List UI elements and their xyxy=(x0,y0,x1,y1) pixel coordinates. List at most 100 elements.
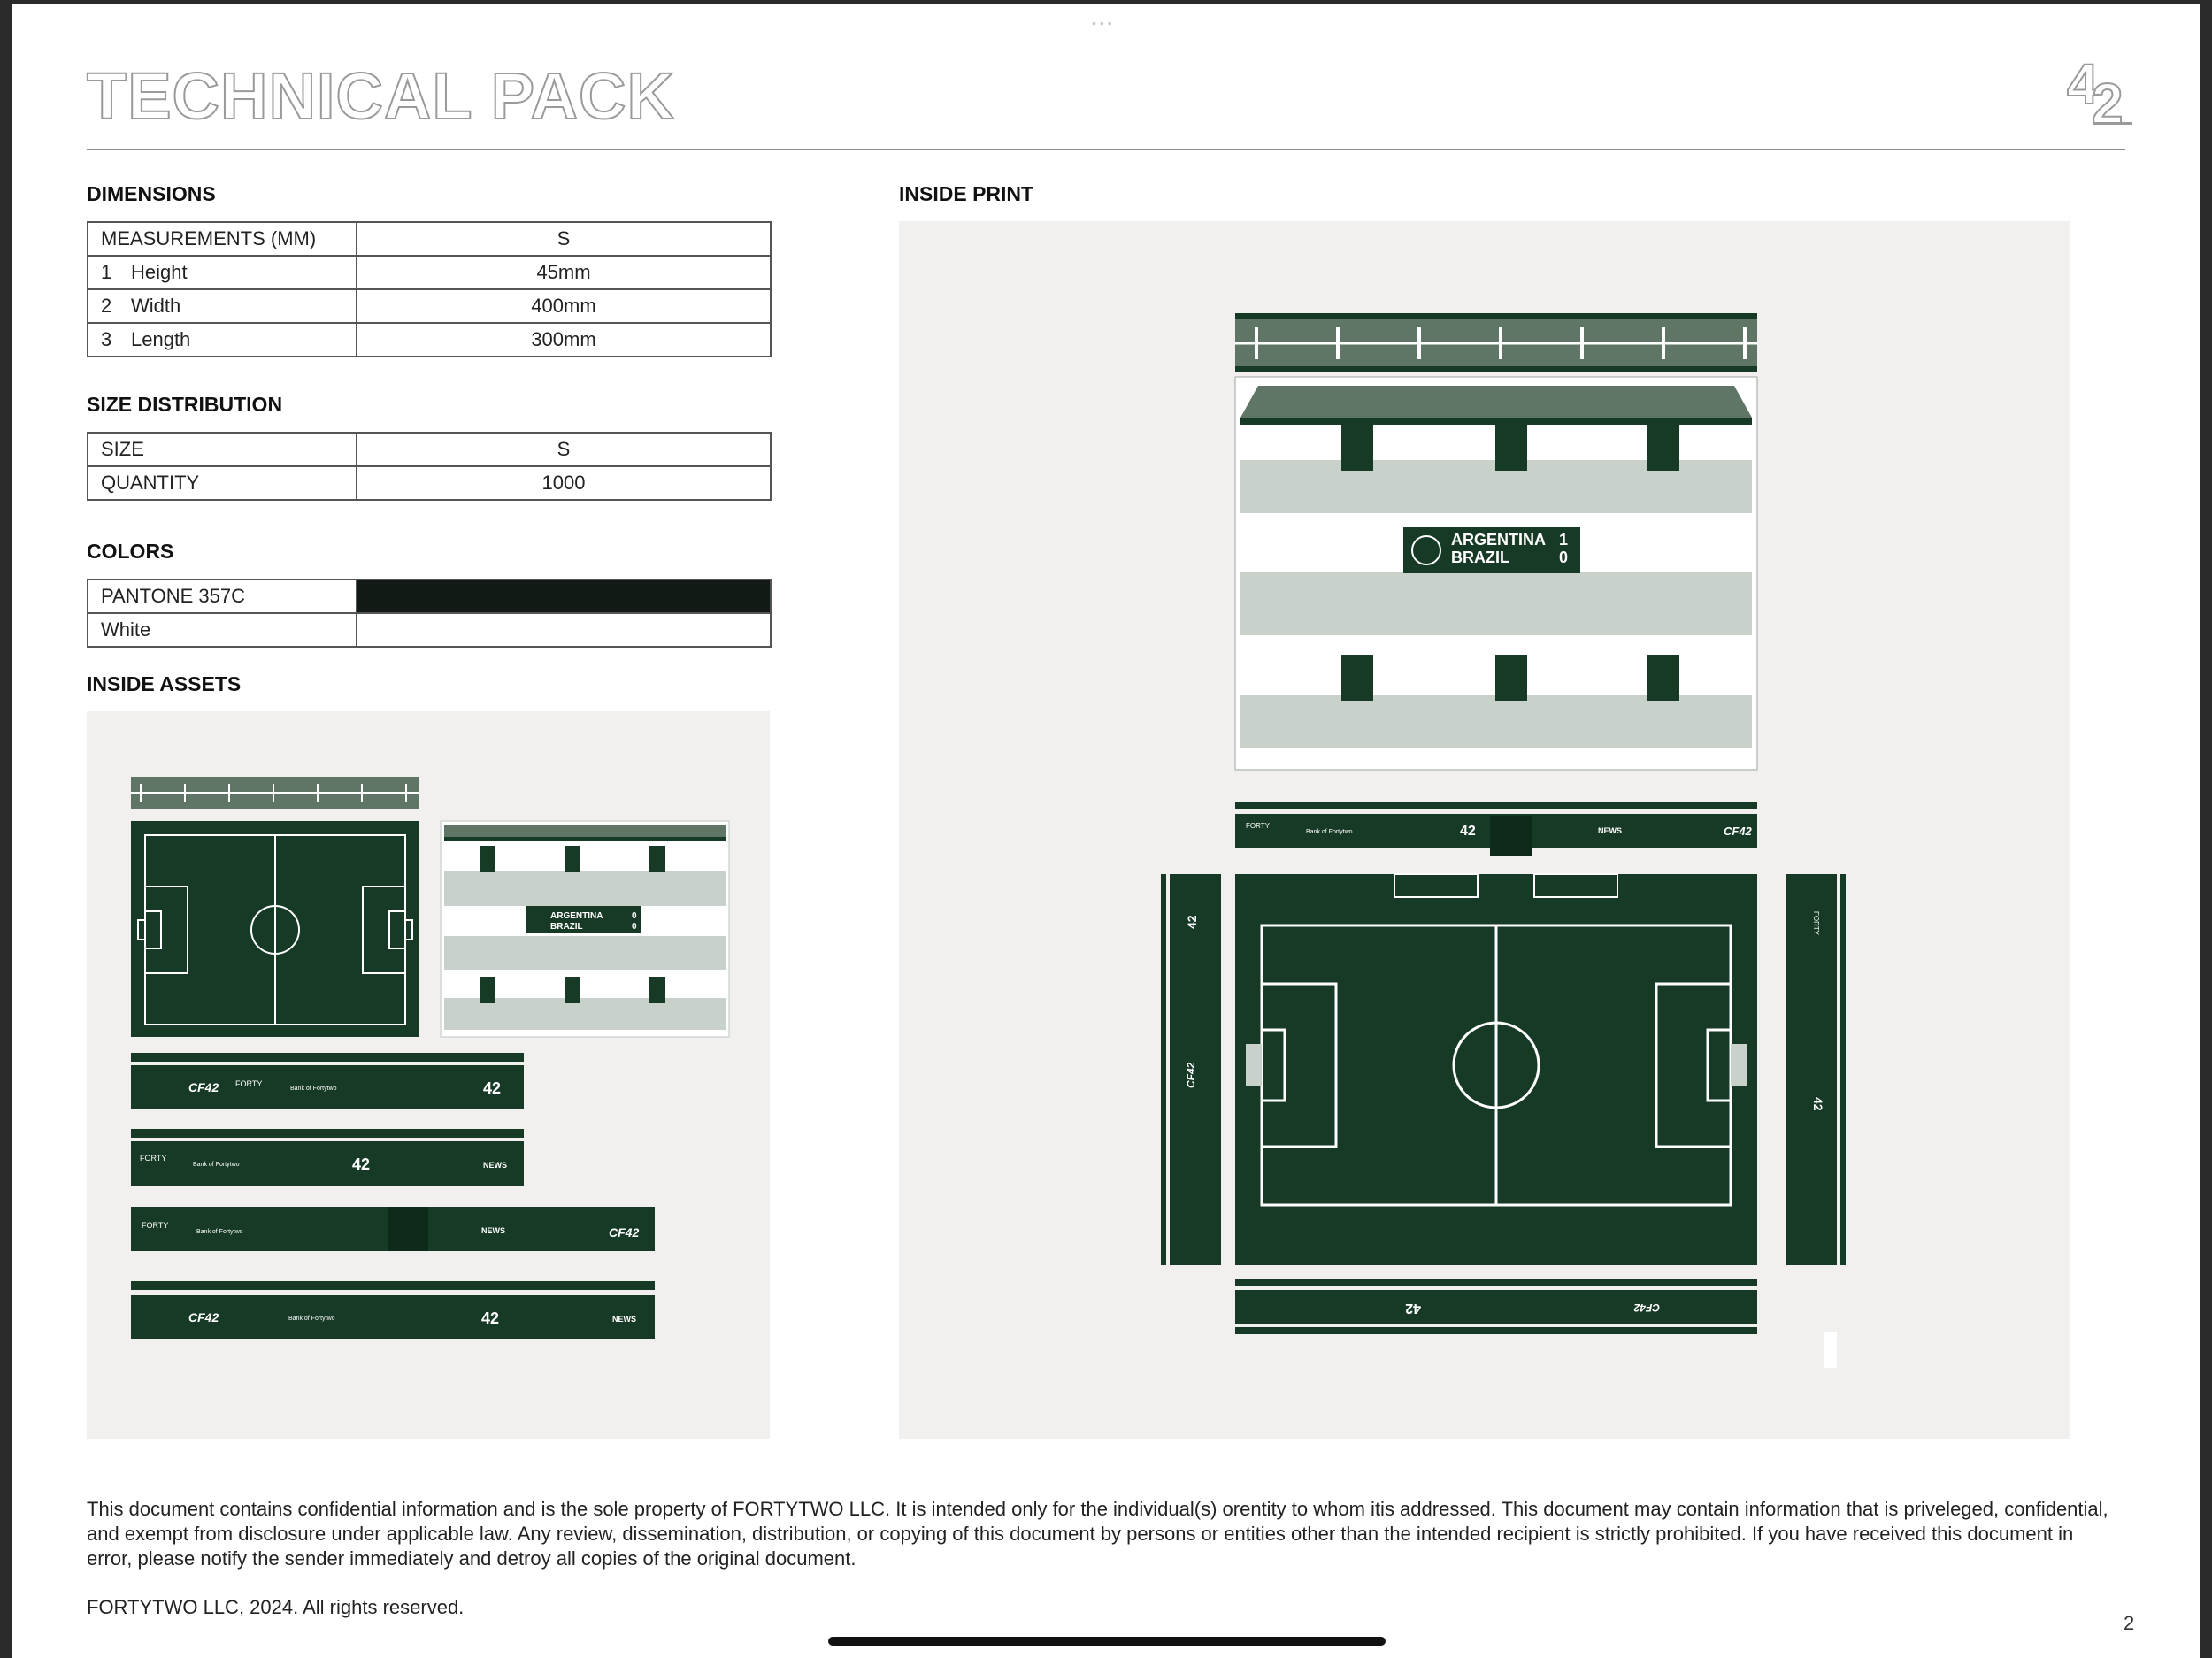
logo-underline xyxy=(2093,122,2132,125)
table-header-row: MEASUREMENTS (MM) S xyxy=(87,221,772,257)
sponsor-fortytwo: FORTY xyxy=(1812,911,1820,936)
inside-assets-panel: ARGENTINA BRAZIL 0 0 CF42 FORTY Bank of … xyxy=(87,711,770,1439)
header-cell-size: S xyxy=(356,221,772,257)
inside-assets-label: INSIDE ASSETS xyxy=(87,672,242,695)
print-team-1: ARGENTINA xyxy=(1451,531,1546,549)
color-swatch-pantone xyxy=(356,579,772,614)
row-value: 45mm xyxy=(356,255,772,290)
row-label: 3 Length xyxy=(87,322,357,357)
window-drag-handle[interactable]: ••• xyxy=(1092,16,1116,30)
colors-label: COLORS xyxy=(87,540,174,563)
color-name: PANTONE 357C xyxy=(87,579,357,614)
sponsor-fortytwo: FORTY xyxy=(1246,822,1271,830)
sponsor-fortytwo: FORTY xyxy=(140,1154,166,1163)
row-value: S xyxy=(356,432,772,467)
asset-stands: ARGENTINA BRAZIL 0 0 xyxy=(440,820,730,1038)
asset-banner-2: FORTY Bank of Fortytwo 42 NEWS xyxy=(131,1129,524,1186)
sponsor-bank: Bank of Fortytwo xyxy=(193,1162,240,1168)
sponsor-cf42: CF42 xyxy=(188,1310,219,1324)
row-label: 1 Height xyxy=(87,255,357,290)
row-name: Length xyxy=(131,328,191,350)
print-left-banner: CF42 42 xyxy=(1161,874,1221,1265)
print-score-2: 0 xyxy=(1559,549,1568,566)
row-value: 400mm xyxy=(356,288,772,324)
header-cell-measurements: MEASUREMENTS (MM) xyxy=(87,221,357,257)
confidentiality-notice: This document contains confidential info… xyxy=(87,1498,2108,1570)
size-distribution-table: SIZE S QUANTITY 1000 xyxy=(87,432,772,501)
dimensions-table: MEASUREMENTS (MM) S 1 Height 45mm 2 Width … xyxy=(87,221,772,357)
sponsor-news: NEWS xyxy=(481,1226,505,1235)
page-title: TECHNICAL PACK xyxy=(86,58,675,134)
asset-score-1: 0 xyxy=(632,911,637,921)
print-bottom-banner: 42 CF42 xyxy=(1235,1279,1757,1334)
sponsor-news: NEWS xyxy=(612,1315,636,1324)
asset-top-strip xyxy=(131,777,419,809)
inside-print-panel: ARGENTINA BRAZIL 1 0 FORTY Bank of Forty… xyxy=(899,221,2070,1439)
row-label: 2 Width xyxy=(87,288,357,324)
asset-pitch xyxy=(131,821,419,1037)
row-number: 1 xyxy=(101,261,112,283)
table-row: 2 Width 400mm xyxy=(87,288,772,324)
page-number: 2 xyxy=(2124,1612,2135,1634)
dimensions-label: DIMENSIONS xyxy=(87,182,216,205)
logo-digit-4: 4 xyxy=(2066,51,2100,117)
sponsor-cf42: CF42 xyxy=(1724,825,1753,838)
asset-team-2: BRAZIL xyxy=(550,922,583,932)
sponsor-42: 42 xyxy=(1460,824,1476,839)
print-pitch xyxy=(1235,873,1757,1265)
sponsor-bank: Bank of Fortytwo xyxy=(1306,829,1353,835)
color-swatch-white xyxy=(356,612,772,648)
sponsor-bank: Bank of Fortytwo xyxy=(288,1316,335,1322)
brand-logo: 4 2 xyxy=(2066,51,2132,136)
sponsor-42: 42 xyxy=(1405,1301,1421,1316)
sponsor-cf42: CF42 xyxy=(188,1080,219,1094)
copyright-notice: FORTYTWO LLC, 2024. All rights reserved. xyxy=(87,1596,465,1618)
print-top-railing xyxy=(1235,313,1757,372)
sponsor-news: NEWS xyxy=(483,1161,507,1170)
sponsor-cf42: CF42 xyxy=(609,1225,639,1240)
row-name: Width xyxy=(131,295,181,317)
table-row: White xyxy=(87,612,772,648)
row-name: SIZE xyxy=(87,432,357,467)
size-distribution-label: SIZE DISTRIBUTION xyxy=(87,393,283,416)
inside-print-label: INSIDE PRINT xyxy=(899,182,1034,205)
sponsor-fortytwo: FORTY xyxy=(235,1079,262,1088)
table-row: PANTONE 357C xyxy=(87,579,772,614)
logo-digit-2: 2 xyxy=(2091,71,2124,136)
row-name: Height xyxy=(131,261,188,283)
sponsor-cf42: CF42 xyxy=(1633,1301,1660,1314)
asset-team-1: ARGENTINA xyxy=(550,911,603,921)
print-top-banner: FORTY Bank of Fortytwo 42 NEWS CF42 xyxy=(1235,802,1757,856)
row-number: 2 xyxy=(101,295,112,317)
sponsor-bank: Bank of Fortytwo xyxy=(196,1229,243,1235)
sponsor-42: 42 xyxy=(1811,1097,1825,1111)
sponsor-42: 42 xyxy=(483,1079,501,1097)
print-stands: ARGENTINA BRAZIL 1 0 xyxy=(1234,376,1758,771)
row-number: 3 xyxy=(101,328,112,350)
row-value: 1000 xyxy=(356,465,772,501)
asset-banner-4: CF42 Bank of Fortytwo 42 NEWS xyxy=(131,1281,655,1339)
table-row: QUANTITY 1000 xyxy=(87,465,772,501)
sponsor-bank: Bank of Fortytwo xyxy=(290,1086,337,1092)
sponsor-fortytwo: FORTY xyxy=(142,1221,168,1230)
table-row: SIZE S xyxy=(87,432,772,467)
row-name: QUANTITY xyxy=(87,465,357,501)
header-divider xyxy=(87,149,2125,150)
sponsor-42: 42 xyxy=(1185,915,1199,929)
print-marker xyxy=(1824,1332,1837,1368)
home-indicator-bar[interactable] xyxy=(828,1637,1386,1646)
asset-banner-3: FORTY Bank of Fortytwo NEWS CF42 xyxy=(131,1207,655,1251)
sponsor-cf42: CF42 xyxy=(1185,1062,1197,1088)
sponsor-news: NEWS xyxy=(1598,826,1622,835)
inside-print-artwork: ARGENTINA BRAZIL 1 0 FORTY Bank of Forty… xyxy=(1161,313,1846,1368)
document-page: ••• TECHNICAL PACK 4 2 DIMENSIONS MEASUR… xyxy=(12,4,2200,1658)
colors-table: PANTONE 357C White xyxy=(87,579,772,648)
asset-score-2: 0 xyxy=(632,922,637,932)
inside-assets-artwork: ARGENTINA BRAZIL 0 0 CF42 FORTY Bank of … xyxy=(131,777,730,1339)
table-row: 1 Height 45mm xyxy=(87,255,772,290)
print-team-2: BRAZIL xyxy=(1451,549,1509,566)
sponsor-42: 42 xyxy=(352,1155,370,1173)
asset-banner-1: CF42 FORTY Bank of Fortytwo 42 xyxy=(131,1053,524,1109)
color-name: White xyxy=(87,612,357,648)
